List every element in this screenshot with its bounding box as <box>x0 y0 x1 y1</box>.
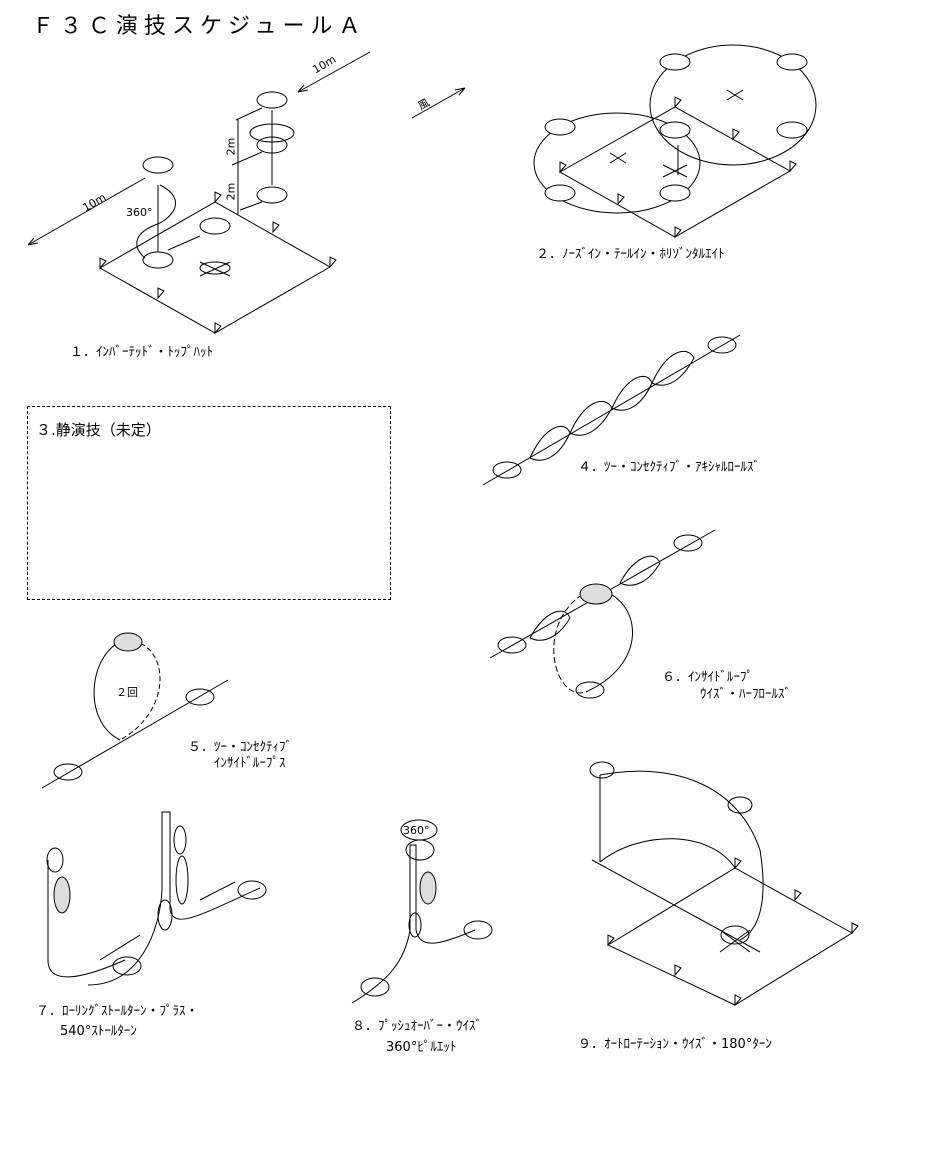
page-title: Ｆ３Ｃ演技スケジュールＡ <box>32 14 367 39</box>
maneuver-4-label: ４．ﾂｰ・ｺﾝｾｸﾃｨﾌﾞ・ｱｷｼｬﾙﾛｰﾙｽﾞ <box>578 460 761 475</box>
maneuver-9-label: ９．ｵｰﾄﾛｰﾃｰｼｮﾝ・ｳｲｽﾞ・180°ﾀｰﾝ <box>578 1037 772 1052</box>
pirouette-label: 360° <box>403 824 430 837</box>
maneuver-7-label-2: 540°ｽﾄｰﾙﾀｰﾝ <box>60 1024 137 1039</box>
maneuver-6-label-2: ｳｲｽﾞ・ﾊｰﾌﾛｰﾙｽﾞ <box>700 687 792 702</box>
height-label-2m: 2m <box>224 137 238 156</box>
height-label-2m-2: 2m <box>224 182 238 201</box>
maneuver-3-box: ３.静演技（未定） <box>27 406 391 600</box>
diagram-8-push-over-pirouette <box>351 819 493 1004</box>
diagram-4-axial-rolls <box>482 334 741 486</box>
maneuver-5-label-2: ｲﾝｻｲﾄﾞﾙｰﾌﾟｽ <box>214 756 286 771</box>
maneuver-1-label: １．ｲﾝﾊﾞｰﾃｯﾄﾞ・ﾄｯﾌﾟﾊｯﾄ <box>70 345 214 360</box>
maneuver-6-label: ６．ｲﾝｻｲﾄﾞﾙｰﾌﾟ <box>662 670 754 685</box>
diagram-1-inverted-top-hat <box>27 51 466 335</box>
maneuver-5-label: ５．ﾂｰ・ｺﾝｾｸﾃｨﾌﾞ <box>188 740 293 755</box>
maneuver-8-label-2: 360°ﾋﾟﾙｴｯﾄ <box>386 1040 457 1055</box>
maneuver-7-label: ７．ﾛｰﾘﾝｸﾞｽﾄｰﾙﾀｰﾝ・ﾌﾟﾗｽ・ <box>36 1004 199 1019</box>
diagram-6-inside-loop-half-rolls <box>489 529 716 699</box>
diagram-7-stall-turns <box>46 811 267 986</box>
maneuver-8-label: ８．ﾌﾟｯｼｭｵｰﾊﾞｰ・ｳｲｽﾞ <box>352 1019 483 1034</box>
diagram-2-horizontal-eight <box>533 44 817 239</box>
maneuver-2-label: ２．ﾉｰｽﾞｲﾝ・ﾃｰﾙｲﾝ・ﾎﾘｿﾞﾝﾀﾙｴｲﾄ <box>536 247 725 262</box>
rotation-label-360: 360° <box>126 206 153 219</box>
diagram-9-autorotation <box>589 761 859 1007</box>
maneuver-3-label: ３.静演技（未定） <box>36 421 161 439</box>
loop-count-label: ２回 <box>116 686 138 699</box>
diagram-5-inside-loops <box>41 632 229 789</box>
